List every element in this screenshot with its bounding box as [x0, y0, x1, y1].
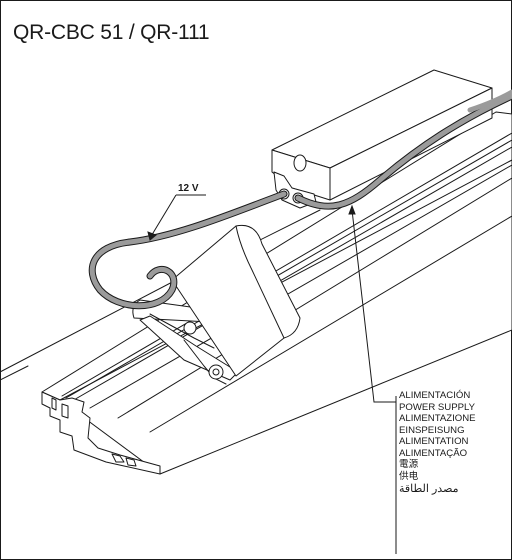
voltage-label: 12 V [178, 183, 199, 194]
power-supply-label-list: ALIMENTACIÓN POWER SUPPLY ALIMENTAZIONE … [399, 390, 476, 496]
clip-pivot-1 [183, 321, 197, 335]
label-ar: مصدر الطاقة [399, 483, 459, 495]
label-it: ALIMENTAZIONE [399, 413, 476, 424]
voltage-callout [147, 194, 206, 241]
label-de: EINSPEISUNG [399, 424, 465, 436]
cable-12v [88, 190, 288, 310]
label-fr: ALIMENTATION [399, 436, 469, 447]
label-en: POWER SUPPLY [399, 401, 476, 413]
model-title: QR-CBC 51 / QR-111 [13, 21, 210, 44]
driver-side [329, 87, 493, 201]
label-es: ALIMENTACIÓN [399, 390, 471, 401]
cable-mains [294, 89, 512, 210]
power-supply-leader [348, 204, 397, 554]
lamp-shade [171, 224, 301, 377]
label-zh: 供电 [399, 470, 419, 482]
label-ja: 電源 [399, 459, 419, 470]
rail-end-section [41, 391, 161, 475]
label-pt: ALIMENTAÇÃO [399, 447, 468, 459]
driver-screw [293, 154, 307, 172]
